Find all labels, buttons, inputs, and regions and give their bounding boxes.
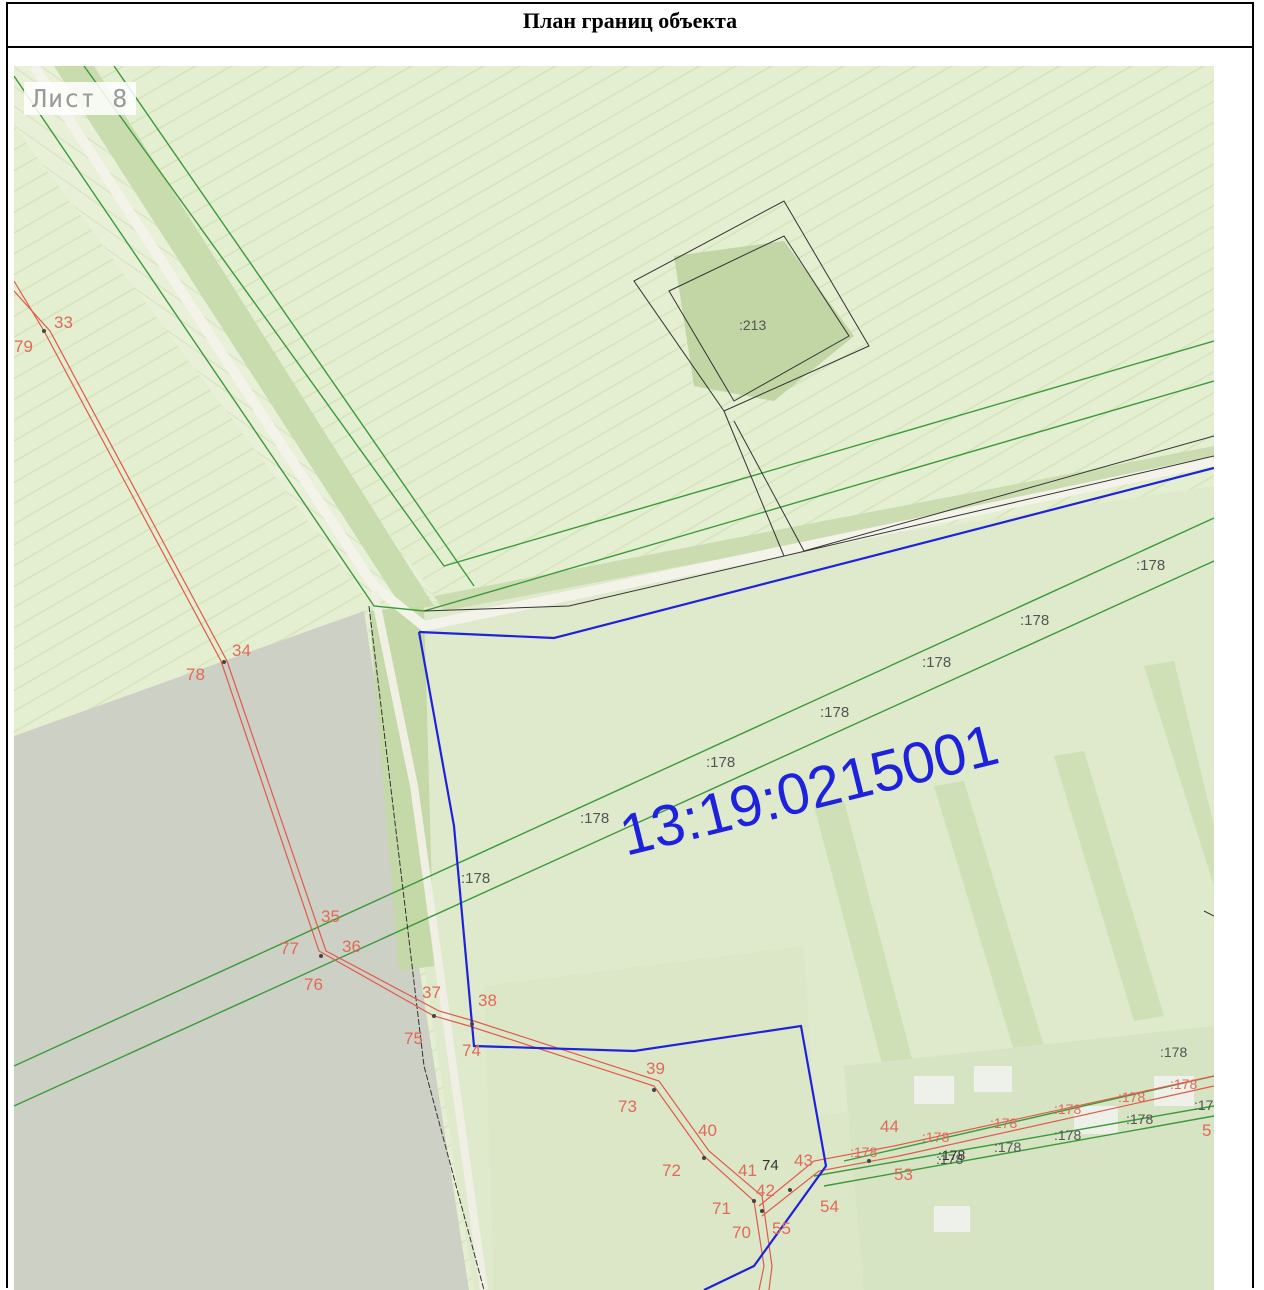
- building: [914, 1076, 954, 1104]
- point-label: 75: [404, 1029, 423, 1048]
- black-boundaries: [368, 200, 1214, 1290]
- veg-stripe: [1144, 661, 1214, 886]
- parcel-label: :213: [739, 317, 766, 333]
- point-markers: [42, 329, 871, 1213]
- sheet-label: Лист 8: [24, 82, 137, 115]
- point-label: 38: [478, 991, 497, 1010]
- point-label: 43: [794, 1151, 813, 1170]
- page-title: План границ объекта: [522, 8, 738, 33]
- document-frame: [6, 2, 1254, 1288]
- point-label: 72: [662, 1161, 681, 1180]
- point-label: 74: [462, 1041, 481, 1060]
- parcel-label: :178: [1118, 1089, 1145, 1105]
- point-label: 73: [618, 1097, 637, 1116]
- point-label: 40: [698, 1121, 717, 1140]
- point-marker-icon: [702, 1156, 706, 1160]
- parcel-label: :178: [1170, 1076, 1197, 1092]
- parcel-label: :178: [1054, 1127, 1081, 1143]
- point-marker-icon: [752, 1199, 756, 1203]
- parcel-label: :178: [922, 1129, 949, 1145]
- point-label: 44: [880, 1117, 899, 1136]
- point-label: 71: [712, 1199, 731, 1218]
- point-marker-icon: [432, 1014, 436, 1018]
- point-label: 5: [1202, 1121, 1211, 1140]
- point-marker-icon: [652, 1088, 656, 1092]
- building: [934, 1206, 970, 1232]
- parcel-label: :178: [990, 1115, 1017, 1131]
- point-marker-icon: [222, 660, 226, 664]
- point-label: 41: [738, 1161, 757, 1180]
- parcel-label: :178: [1054, 1101, 1081, 1117]
- parcel-label: :178: [820, 704, 849, 721]
- margin-strip: [1214, 66, 1252, 1290]
- point-marker-icon: [470, 1022, 474, 1026]
- village-area: [844, 1026, 1214, 1290]
- point-label: 76: [304, 975, 323, 994]
- parcel-label: :178: [1126, 1111, 1153, 1127]
- map-view[interactable]: :213 :178 :178 :178 :178 :178 :178 :178 …: [14, 66, 1214, 1290]
- parcel-label: :178: [1020, 612, 1049, 629]
- point-marker-icon: [760, 1209, 764, 1213]
- veg-stripe: [814, 801, 914, 1071]
- point-marker-icon: [867, 1159, 871, 1163]
- point-marker-icon: [788, 1188, 792, 1192]
- parcel-label: :178: [938, 1147, 965, 1163]
- tree-belt: [434, 446, 1214, 611]
- building: [974, 1066, 1012, 1092]
- dark-field: [14, 611, 469, 1290]
- dirt-road: [29, 66, 1214, 632]
- point-label: 70: [732, 1223, 751, 1242]
- tree-belt: [54, 66, 434, 611]
- veg-stripe: [1054, 751, 1164, 1021]
- parcel-label: :178: [706, 754, 735, 771]
- header-bar: План границ объекта: [6, 2, 1254, 48]
- grove: [674, 241, 854, 401]
- point-label: 33: [54, 313, 73, 332]
- point-label: 55: [772, 1219, 791, 1238]
- point-label: 79: [14, 337, 33, 356]
- point-label: 36: [342, 937, 361, 956]
- parcel-label: :178: [922, 654, 951, 671]
- point-label: 54: [820, 1197, 839, 1216]
- tree-belt: [369, 606, 434, 971]
- parcel-label: :178: [994, 1139, 1021, 1155]
- object-boundary-north: [418, 466, 1214, 640]
- point-marker-icon: [42, 329, 46, 333]
- point-marker-icon: [319, 954, 323, 958]
- parcel-label: :178: [936, 1151, 963, 1167]
- building: [1154, 1076, 1194, 1106]
- point-label: 34: [232, 641, 251, 660]
- parcel-label: :178: [1160, 1044, 1187, 1060]
- point-label: 77: [280, 939, 299, 958]
- parcel-label: :178: [580, 810, 609, 827]
- point-label: 74: [762, 1157, 779, 1174]
- point-label: 53: [894, 1165, 913, 1184]
- red-corridor: [14, 280, 1214, 1290]
- parcel-label: :178: [1136, 557, 1165, 574]
- point-label: 42: [756, 1181, 775, 1200]
- point-label: 37: [422, 983, 441, 1002]
- parcel-label: :178: [461, 870, 490, 887]
- point-label: 39: [646, 1059, 665, 1078]
- point-label: 78: [186, 665, 205, 684]
- veg-stripe: [934, 781, 1044, 1051]
- dirt-road: [370, 590, 488, 1290]
- object-boundary-west-south: [417, 631, 828, 1290]
- parcel-label: :178: [850, 1144, 877, 1160]
- green-boundaries: [14, 66, 1214, 1187]
- point-label: 35: [321, 907, 340, 926]
- parcel-label: :17: [1194, 1097, 1214, 1113]
- map-canvas[interactable]: :213 :178 :178 :178 :178 :178 :178 :178 …: [14, 66, 1214, 1290]
